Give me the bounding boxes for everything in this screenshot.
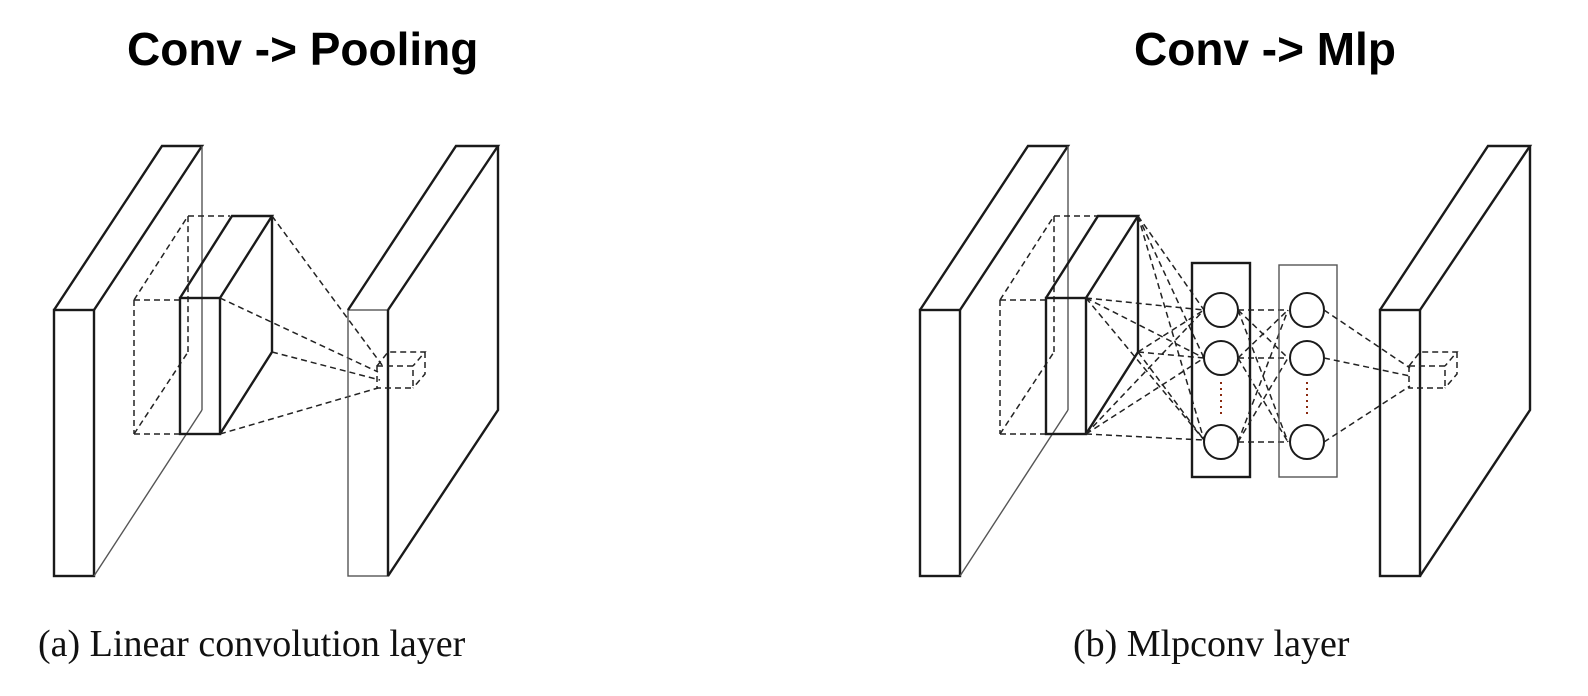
mlp-layer-2-node: [1289, 292, 1325, 328]
mlp-layer-2-node: [1289, 424, 1325, 460]
right-panel-caption: (b) Mlpconv layer: [1073, 623, 1350, 665]
right-output-patch: [1408, 351, 1459, 389]
left-input-feature-map: [52, 144, 205, 578]
left-conv-filter: [178, 214, 275, 436]
mlp-layer-2-node: [1289, 340, 1325, 376]
mlp-layer-1-node: [1203, 292, 1239, 328]
right-output-feature-map: [1378, 144, 1533, 578]
mlp-layer-1: [1190, 261, 1252, 479]
mlp-layer-2: [1278, 264, 1338, 478]
mlp-layer-1-node: [1203, 340, 1239, 376]
left-output-patch: [376, 351, 427, 389]
linear-convolution-diagram: [52, 144, 501, 578]
left-panel-heading: Conv -> Pooling: [127, 23, 479, 75]
right-panel-heading: Conv -> Mlp: [1134, 23, 1396, 75]
mlp-layer-1-node: [1203, 424, 1239, 460]
mlp-layer-connections: [1237, 309, 1289, 443]
left-conv-connections: [219, 215, 383, 435]
left-receptive-field: [133, 213, 230, 435]
right-receptive-field: [999, 213, 1098, 435]
mlpconv-diagram: [918, 144, 1533, 578]
right-conv-filter: [1044, 214, 1141, 436]
right-input-feature-map: [918, 144, 1071, 578]
left-panel-caption: (a) Linear convolution layer: [38, 623, 466, 665]
mlp-to-output-connections: [1323, 309, 1411, 443]
left-output-feature-map: [346, 144, 501, 577]
